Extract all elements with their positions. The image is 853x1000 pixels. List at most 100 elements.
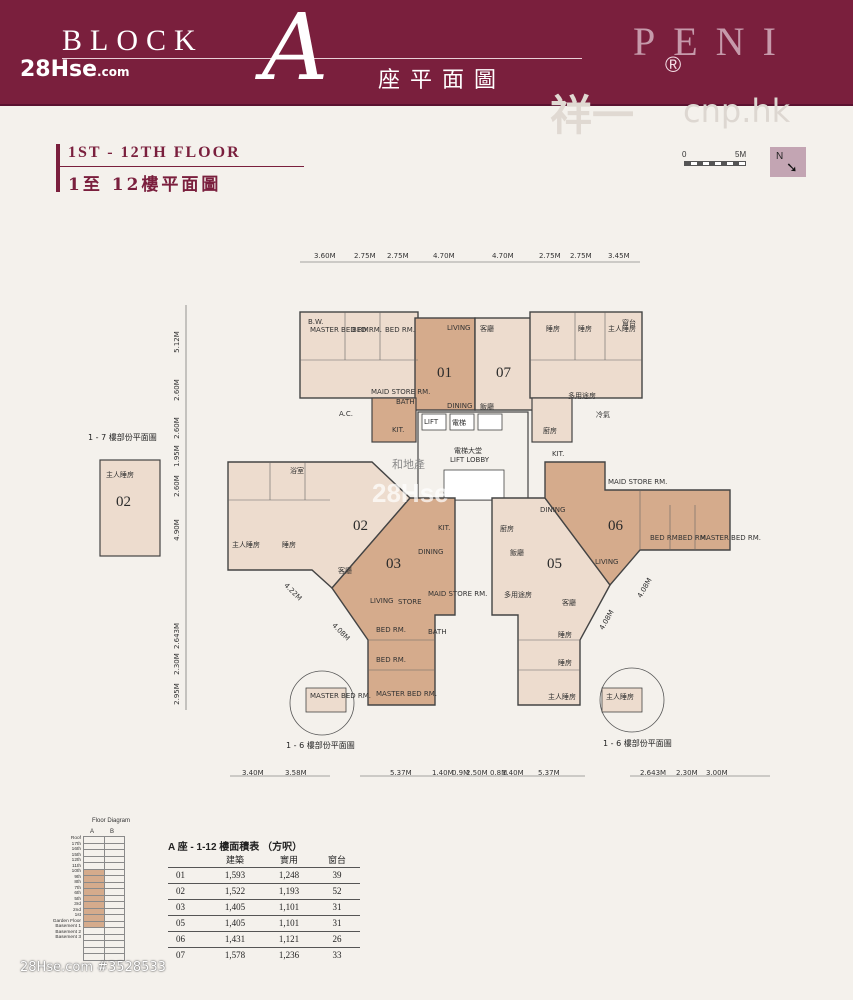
bottom-dim: 2.50M — [466, 769, 488, 777]
bottom-dim: 0.8M — [490, 769, 508, 777]
north-label: N — [776, 151, 784, 162]
floor-diagram-cell-b — [105, 844, 125, 850]
floor-diagram-label: 11th — [72, 863, 81, 869]
floor-diagram-label: 17th — [71, 841, 81, 847]
floor-diagram-col-a: A — [90, 829, 95, 835]
floor-diagram-label: Basement 3 — [55, 935, 81, 940]
floor-diagram-cell-a — [84, 889, 105, 895]
north-arrow-icon: ➘ — [786, 159, 798, 175]
table-cell: 1,431 — [224, 934, 246, 944]
floor-diagram-cell-a — [84, 941, 105, 947]
floor-diagram-col-b: B — [110, 829, 115, 835]
floor-diagram-label: Basement 2 — [55, 929, 81, 935]
floor-diagram-label: Basement 1 — [55, 924, 81, 929]
floor-diagram-row — [83, 915, 125, 922]
top-dim: 4.70M — [433, 252, 455, 260]
room-label-zh-dining: 飯廳 — [480, 403, 494, 411]
room-label-bed: BED RM. — [678, 534, 708, 542]
area-table-title: A 座 - 1-12 樓面積表 （方呎） — [168, 842, 303, 853]
floor-diagram-cell-b — [105, 935, 125, 941]
floor-diagram-row — [83, 908, 125, 915]
left-dim: 5.12M — [172, 331, 181, 353]
floor-diagram-cell-a — [84, 837, 105, 843]
floor-diagram-row — [83, 843, 125, 850]
room-label-zh-master: 主人睡房 — [608, 325, 636, 333]
room-label-master: MASTER BED RM. — [310, 326, 372, 334]
room-label-zh-bed: 睡房 — [558, 631, 572, 639]
inset-1-7-plan — [99, 459, 161, 557]
room-label-lift-zh: 電梯 — [452, 419, 466, 427]
room-label-bath: BATH — [396, 398, 415, 406]
left-dim: 4.90M — [172, 519, 181, 541]
area-table-header-cell: 建築 — [225, 856, 244, 866]
floor-diagram-cell-b — [105, 941, 125, 947]
table-cell: 1,101 — [278, 902, 300, 912]
room-label-zh-maid: 多用途房 — [504, 591, 532, 599]
room-label-living: LIVING — [447, 324, 471, 332]
banner-divider — [0, 104, 853, 106]
caption-inset-left: 1 - 6 樓部份平面圖 — [286, 741, 355, 750]
floor-diagram-cell-a — [84, 882, 105, 888]
table-cell: 06 — [176, 934, 185, 944]
floor-diagram-cell-a — [84, 869, 105, 875]
table-cell: 05 — [176, 918, 185, 928]
room-label-kit: KIT. — [438, 524, 451, 532]
floor-diagram-row — [83, 934, 125, 941]
floor-diagram-label: 9th — [74, 874, 81, 880]
table-cell: 1,405 — [224, 918, 246, 928]
area-table-header-cell: 窗台 — [327, 856, 346, 866]
room-label-maid: MAID STORE RM. — [371, 388, 431, 396]
floor-diagram-cell-a — [84, 895, 105, 901]
watermark-han: 祥一 — [550, 92, 635, 139]
registered-mark: ® — [665, 52, 682, 77]
lift-shaft-1 — [421, 413, 447, 431]
room-label-zh-ac: 冷氣 — [596, 411, 610, 419]
room-label-dining: DINING — [447, 402, 473, 410]
bottom-dim: 1.40M — [502, 769, 524, 777]
floor-diagram-row — [83, 882, 125, 889]
floor-title-en: 1ST - 12TH FLOOR — [68, 144, 241, 161]
room-label-kit: KIT. — [552, 450, 565, 458]
table-cell: 1,193 — [278, 886, 300, 896]
room-label-dining: DINING — [540, 506, 566, 514]
floor-diagram-cell-b — [105, 889, 125, 895]
room-label-zh-master: 主人睡房 — [232, 541, 260, 549]
left-dim: 2.643M — [173, 622, 182, 650]
room-label-zh-bed: 睡房 — [546, 325, 560, 333]
left-dim: 2.30M — [172, 653, 181, 675]
floor-diagram-label: 6th — [74, 891, 81, 896]
floor-diagram-row — [83, 947, 125, 954]
table-cell: 31 — [332, 918, 342, 928]
table-cell: 33 — [332, 950, 342, 960]
floor-diagram-cell-b — [105, 870, 125, 876]
room-label-zh-dining: 飯廳 — [510, 549, 524, 557]
floor-diagram-title: Floor Diagram — [92, 818, 131, 824]
room-label-zh-master: 主人睡房 — [548, 693, 576, 701]
room-label-bed: BED RM. — [376, 626, 406, 634]
floor-diagram-cell-b — [105, 857, 125, 863]
floor-diagram-row — [83, 869, 125, 876]
room-label-bed: BED RM. — [385, 326, 415, 334]
unit-01-bedrooms — [299, 311, 419, 399]
top-dim: 3.60M — [314, 252, 336, 260]
bottom-dim: 1.40M — [432, 769, 454, 777]
scale-five: 5M — [735, 150, 747, 159]
unit-number-01: 01 — [437, 365, 452, 381]
unit-06 — [544, 461, 731, 587]
floor-diagram-cell-b — [105, 863, 125, 869]
table-cell: 1,121 — [278, 934, 300, 944]
brand-name: PENI — [633, 19, 794, 64]
unit-01-kitchen — [371, 397, 417, 443]
floor-diagram-cell-a — [84, 915, 105, 921]
floor-diagram-label: 8th — [74, 880, 81, 885]
floor-diagram-cell-b — [105, 915, 125, 921]
area-table-header: 建築 實用 窗台 — [168, 853, 360, 867]
staircase — [443, 469, 505, 501]
table-cell: 52 — [332, 886, 342, 896]
floor-diagram-label: 10th — [71, 869, 81, 874]
floor-diagram-row — [83, 921, 125, 928]
